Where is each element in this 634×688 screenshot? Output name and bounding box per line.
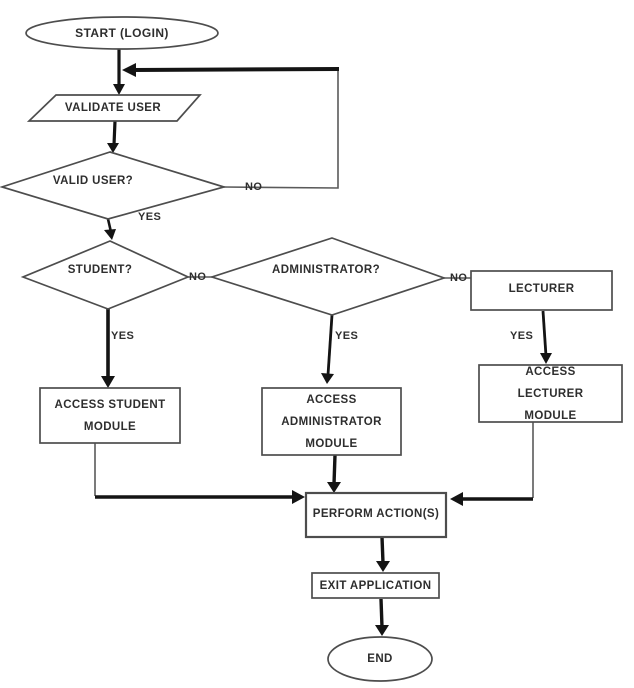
edge-label-administrator-yes: YES bbox=[335, 330, 359, 342]
end-node-shape bbox=[327, 636, 433, 682]
student-decision-label: STUDENT? bbox=[67, 264, 133, 276]
student-decision-shape bbox=[20, 240, 191, 310]
arrowhead-validuser-to-student bbox=[104, 229, 116, 240]
administrator-decision-label: ADMINISTRATOR? bbox=[271, 264, 381, 276]
start-node-label: START (LOGIN) bbox=[75, 26, 169, 40]
edge-label-student-yes: YES bbox=[111, 330, 135, 342]
administrator-decision-shape bbox=[209, 237, 447, 316]
arrowhead-lecturer-to-perform bbox=[450, 492, 463, 506]
arrowhead-student-to-perform bbox=[292, 490, 305, 504]
lecturer-node-shape bbox=[470, 270, 613, 311]
arrow-lecturer-yes bbox=[541, 310, 548, 357]
edge-label-student-no: NO bbox=[189, 271, 207, 283]
connector-validuser-no-loop bbox=[223, 70, 339, 189]
perform-actions-label: PERFORM ACTION(S) bbox=[312, 508, 440, 520]
edge-label-administrator-no: NO bbox=[450, 272, 468, 284]
start-node-shape bbox=[25, 16, 219, 50]
arrowhead-no-loop bbox=[122, 63, 136, 77]
valid-user-decision-label: VALID USER? bbox=[52, 175, 134, 187]
edge-label-valid-user-no: NO bbox=[245, 181, 263, 193]
access-lecturer-module-label: ACCESS LECTURER MODULE bbox=[517, 365, 584, 422]
access-administrator-module-label: ACCESS ADMINISTRATOR MODULE bbox=[281, 394, 382, 450]
arrow-administrator-yes bbox=[326, 314, 334, 376]
arrowhead-admin-to-perform bbox=[327, 482, 341, 493]
access-student-module-shape bbox=[39, 387, 181, 444]
valid-user-decision-shape bbox=[0, 151, 228, 220]
lecturer-node-label: LECTURER bbox=[508, 283, 575, 295]
exit-application-label: EXIT APPLICATION bbox=[319, 579, 432, 592]
arrowhead-perform-to-exit bbox=[376, 561, 390, 572]
arrowhead-exit-to-end bbox=[375, 625, 389, 636]
access-lecturer-module-shape bbox=[478, 364, 623, 423]
arrow-exit-to-end bbox=[379, 598, 384, 628]
arrow-admin-to-perform bbox=[332, 454, 337, 485]
access-administrator-module-shape bbox=[261, 387, 402, 456]
arrowhead-start-to-validate bbox=[113, 84, 125, 95]
edge-label-lecturer-yes: YES bbox=[510, 330, 534, 342]
arrowhead-administrator-yes bbox=[321, 373, 334, 384]
exit-application-shape bbox=[311, 572, 440, 599]
validate-user-node-shape bbox=[26, 94, 202, 122]
validate-user-node-label: VALIDATE USER bbox=[64, 102, 162, 114]
arrowhead-validate-to-validuser bbox=[107, 143, 119, 153]
edge-label-valid-user-yes: YES bbox=[138, 211, 162, 223]
arrow-perform-to-exit bbox=[380, 536, 385, 564]
arrow-validate-to-validuser bbox=[112, 120, 117, 146]
arrow-no-loop-top bbox=[132, 67, 340, 72]
arrowhead-lecturer-yes bbox=[540, 353, 552, 364]
arrowhead-student-yes bbox=[101, 376, 115, 388]
perform-actions-shape bbox=[304, 491, 448, 539]
end-node-label: END bbox=[367, 653, 393, 665]
access-student-module-label: ACCESS STUDENT MODULE bbox=[54, 399, 166, 433]
